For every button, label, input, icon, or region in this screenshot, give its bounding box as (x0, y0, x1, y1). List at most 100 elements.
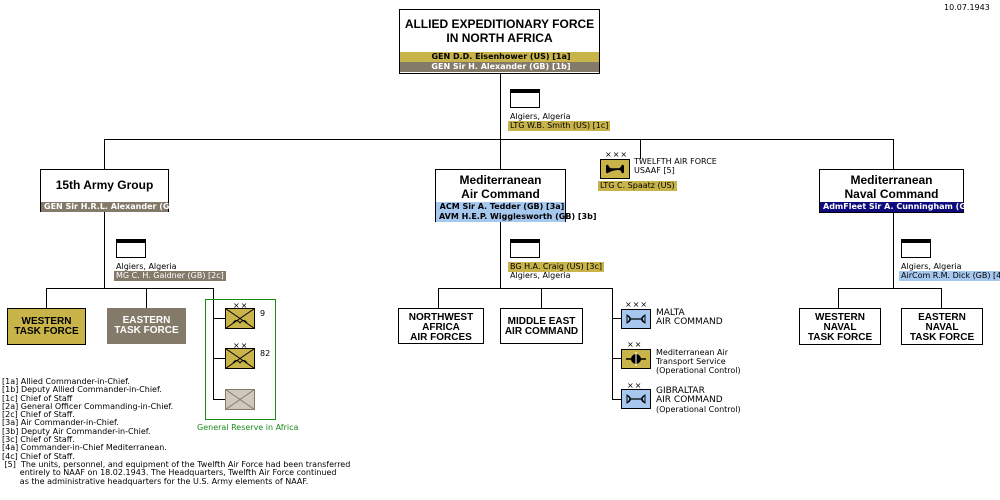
western-naval-task-force[interactable]: WESTERN NAVAL TASK FORCE (799, 308, 881, 345)
hq-symbol (116, 239, 146, 258)
general-reserve-frame (205, 299, 276, 420)
naval-command-title-line1: Mediterranean (850, 173, 933, 187)
mats-line3: (Operational Control) (656, 366, 741, 375)
connector-line (612, 358, 621, 359)
gibraltar-line2: AIR COMMAND (656, 395, 723, 405)
division-number-82: 82 (260, 349, 271, 358)
aef-title-line1: ALLIED EXPEDITIONARY FORCE (404, 17, 595, 31)
connector-line (46, 288, 47, 309)
division-number-9: 9 (260, 309, 266, 318)
hq-symbol (510, 239, 540, 258)
connector-line (213, 399, 225, 400)
air-force-echelon-icon: ××× (605, 150, 629, 159)
connector-line (893, 139, 894, 170)
connector-line (612, 288, 613, 400)
mats-line2: Transport Service (656, 357, 726, 366)
command-echelon-icon: ×× (627, 381, 643, 390)
division-echelon-icon: ×× (233, 341, 249, 350)
footnote: [1c] Chief of Staff (2, 393, 73, 403)
naval-command-chief-of-staff: AirCom R.M. Dick (GB) [4c] (899, 271, 1000, 281)
mats-line1: Mediterranean Air (656, 348, 729, 357)
army-group-box[interactable]: 15th Army Group GEN Sir H.R.L. Alexander… (40, 169, 200, 212)
footnote: as the administrative headquarters for t… (2, 476, 309, 486)
connector-line (500, 73, 501, 139)
naval-command-hq-location: Algiers, Algeria (901, 262, 962, 271)
air-command-icon[interactable] (621, 309, 651, 329)
naval-command-box[interactable]: Mediterranean Naval Command AdmFleet Sir… (819, 169, 997, 213)
command-echelon-icon: ××× (625, 300, 649, 309)
footnote: [2a] General Officer Commanding-in-Chief… (2, 401, 174, 411)
army-group-hq-location: Algiers, Algeria (116, 262, 177, 271)
footnote: [5] The units, personnel, and equipment … (2, 459, 351, 469)
connector-line (146, 288, 147, 309)
connector-line (500, 222, 501, 288)
airborne-infantry-division-icon[interactable] (225, 348, 255, 369)
air-command-title-line2: Air Command (461, 187, 540, 201)
footnote: [1a] Allied Commander-in-Chief. (2, 377, 130, 386)
eastern-tf-line2: TASK FORCE (114, 325, 179, 336)
command-echelon-icon: ×× (627, 340, 643, 349)
connector-line (46, 288, 213, 289)
wntf-line3: TASK FORCE (807, 332, 873, 343)
connector-line (941, 288, 942, 309)
connector-line (640, 139, 641, 159)
air-force-icon[interactable] (600, 159, 630, 179)
mec-line2: AIR COMMAND (504, 326, 579, 337)
connector-line (893, 202, 894, 288)
eastern-tf-line1: EASTERN (122, 315, 171, 326)
army-group-title: 15th Army Group (55, 178, 154, 192)
malta-line1: MALTA (656, 308, 685, 318)
air-command-box[interactable]: Mediterranean Air Command ACM Sir A. Ted… (435, 169, 597, 222)
naaf-box[interactable]: NORTHWEST AFRICA AIR FORCES (398, 308, 484, 344)
eastern-task-force[interactable]: EASTERN TASK FORCE (107, 308, 186, 344)
aef-chief-of-staff: LTG W.B. Smith (US) [1c] (508, 121, 611, 131)
air-command-commander: ACM Sir A. Tedder (GB) [3a] (436, 202, 565, 212)
infantry-division-icon[interactable] (225, 389, 255, 410)
aef-title-line2: IN NORTH AFRICA (446, 31, 553, 45)
date-label: 10.07.1943 (944, 3, 990, 12)
western-tf-line2: TASK FORCE (14, 326, 79, 337)
connector-line (104, 139, 893, 140)
naaf-line2: AFRICA (422, 322, 460, 333)
naval-command-commander: AdmFleet Sir A. Cunningham (GB) [4a] (820, 202, 997, 212)
air-command-deputy: AVM H.E.P. Wigglesworth (GB) [3b] (436, 212, 597, 222)
twelfth-af-line1: TWELFTH AIR FORCE (634, 157, 717, 166)
entf-line3: TASK FORCE (909, 332, 975, 343)
connector-line (500, 139, 501, 170)
middle-east-air-command-box[interactable]: MIDDLE EAST AIR COMMAND (500, 308, 583, 344)
division-echelon-icon: ×× (233, 301, 249, 310)
malta-line2: AIR COMMAND (656, 317, 723, 327)
aef-hq-box[interactable]: ALLIED EXPEDITIONARY FORCE IN NORTH AFRI… (399, 9, 600, 74)
western-task-force[interactable]: WESTERN TASK FORCE (7, 308, 86, 345)
connector-line (213, 288, 214, 400)
wntf-line2: NAVAL (823, 322, 857, 333)
airborne-infantry-division-icon[interactable] (225, 308, 255, 329)
air-transport-icon[interactable] (621, 349, 651, 369)
footnote: [1b] Deputy Allied Commander-in-Chief. (2, 385, 162, 395)
footnote: [2c] Chief of Staff. (2, 410, 75, 420)
naval-command-title-line2: Naval Command (844, 187, 939, 201)
hq-symbol (510, 89, 540, 108)
footnote: [3c] Chief of Staff. (2, 435, 75, 445)
footnote: entirely to NAAF on 18.02.1943. The Head… (2, 468, 337, 478)
twelfth-af-line2: USAAF [5] (634, 166, 675, 175)
hq-symbol (901, 239, 931, 258)
connector-line (612, 318, 621, 319)
connector-line (438, 288, 612, 289)
connector-line (213, 358, 225, 359)
eastern-naval-task-force[interactable]: EASTERN NAVAL TASK FORCE (901, 308, 983, 345)
footnote: [3b] Deputy Air Commander-in-Chief. (2, 426, 151, 436)
wntf-line1: WESTERN (815, 312, 865, 323)
air-command-hq-location: Algiers, Algeria (510, 271, 571, 280)
mec-line1: MIDDLE EAST (507, 316, 576, 327)
footnote: [3a] Air Commander-in-Chief. (2, 418, 119, 428)
connector-line (838, 288, 839, 309)
footnote: [4c] Chief of Staff. (2, 451, 75, 461)
army-group-commander: GEN Sir H.R.L. Alexander (GB) [2a] (41, 202, 200, 212)
footnote: [4a] Commander-in-Chief Mediterranean. (2, 443, 167, 453)
aef-commander: GEN D.D. Eisenhower (US) [1a] (400, 52, 599, 62)
air-command-icon[interactable] (621, 389, 651, 409)
general-reserve-label: General Reserve in Africa (197, 423, 299, 432)
aef-hq-location: Algiers, Algeria (510, 112, 571, 121)
entf-line1: EASTERN (918, 312, 966, 323)
